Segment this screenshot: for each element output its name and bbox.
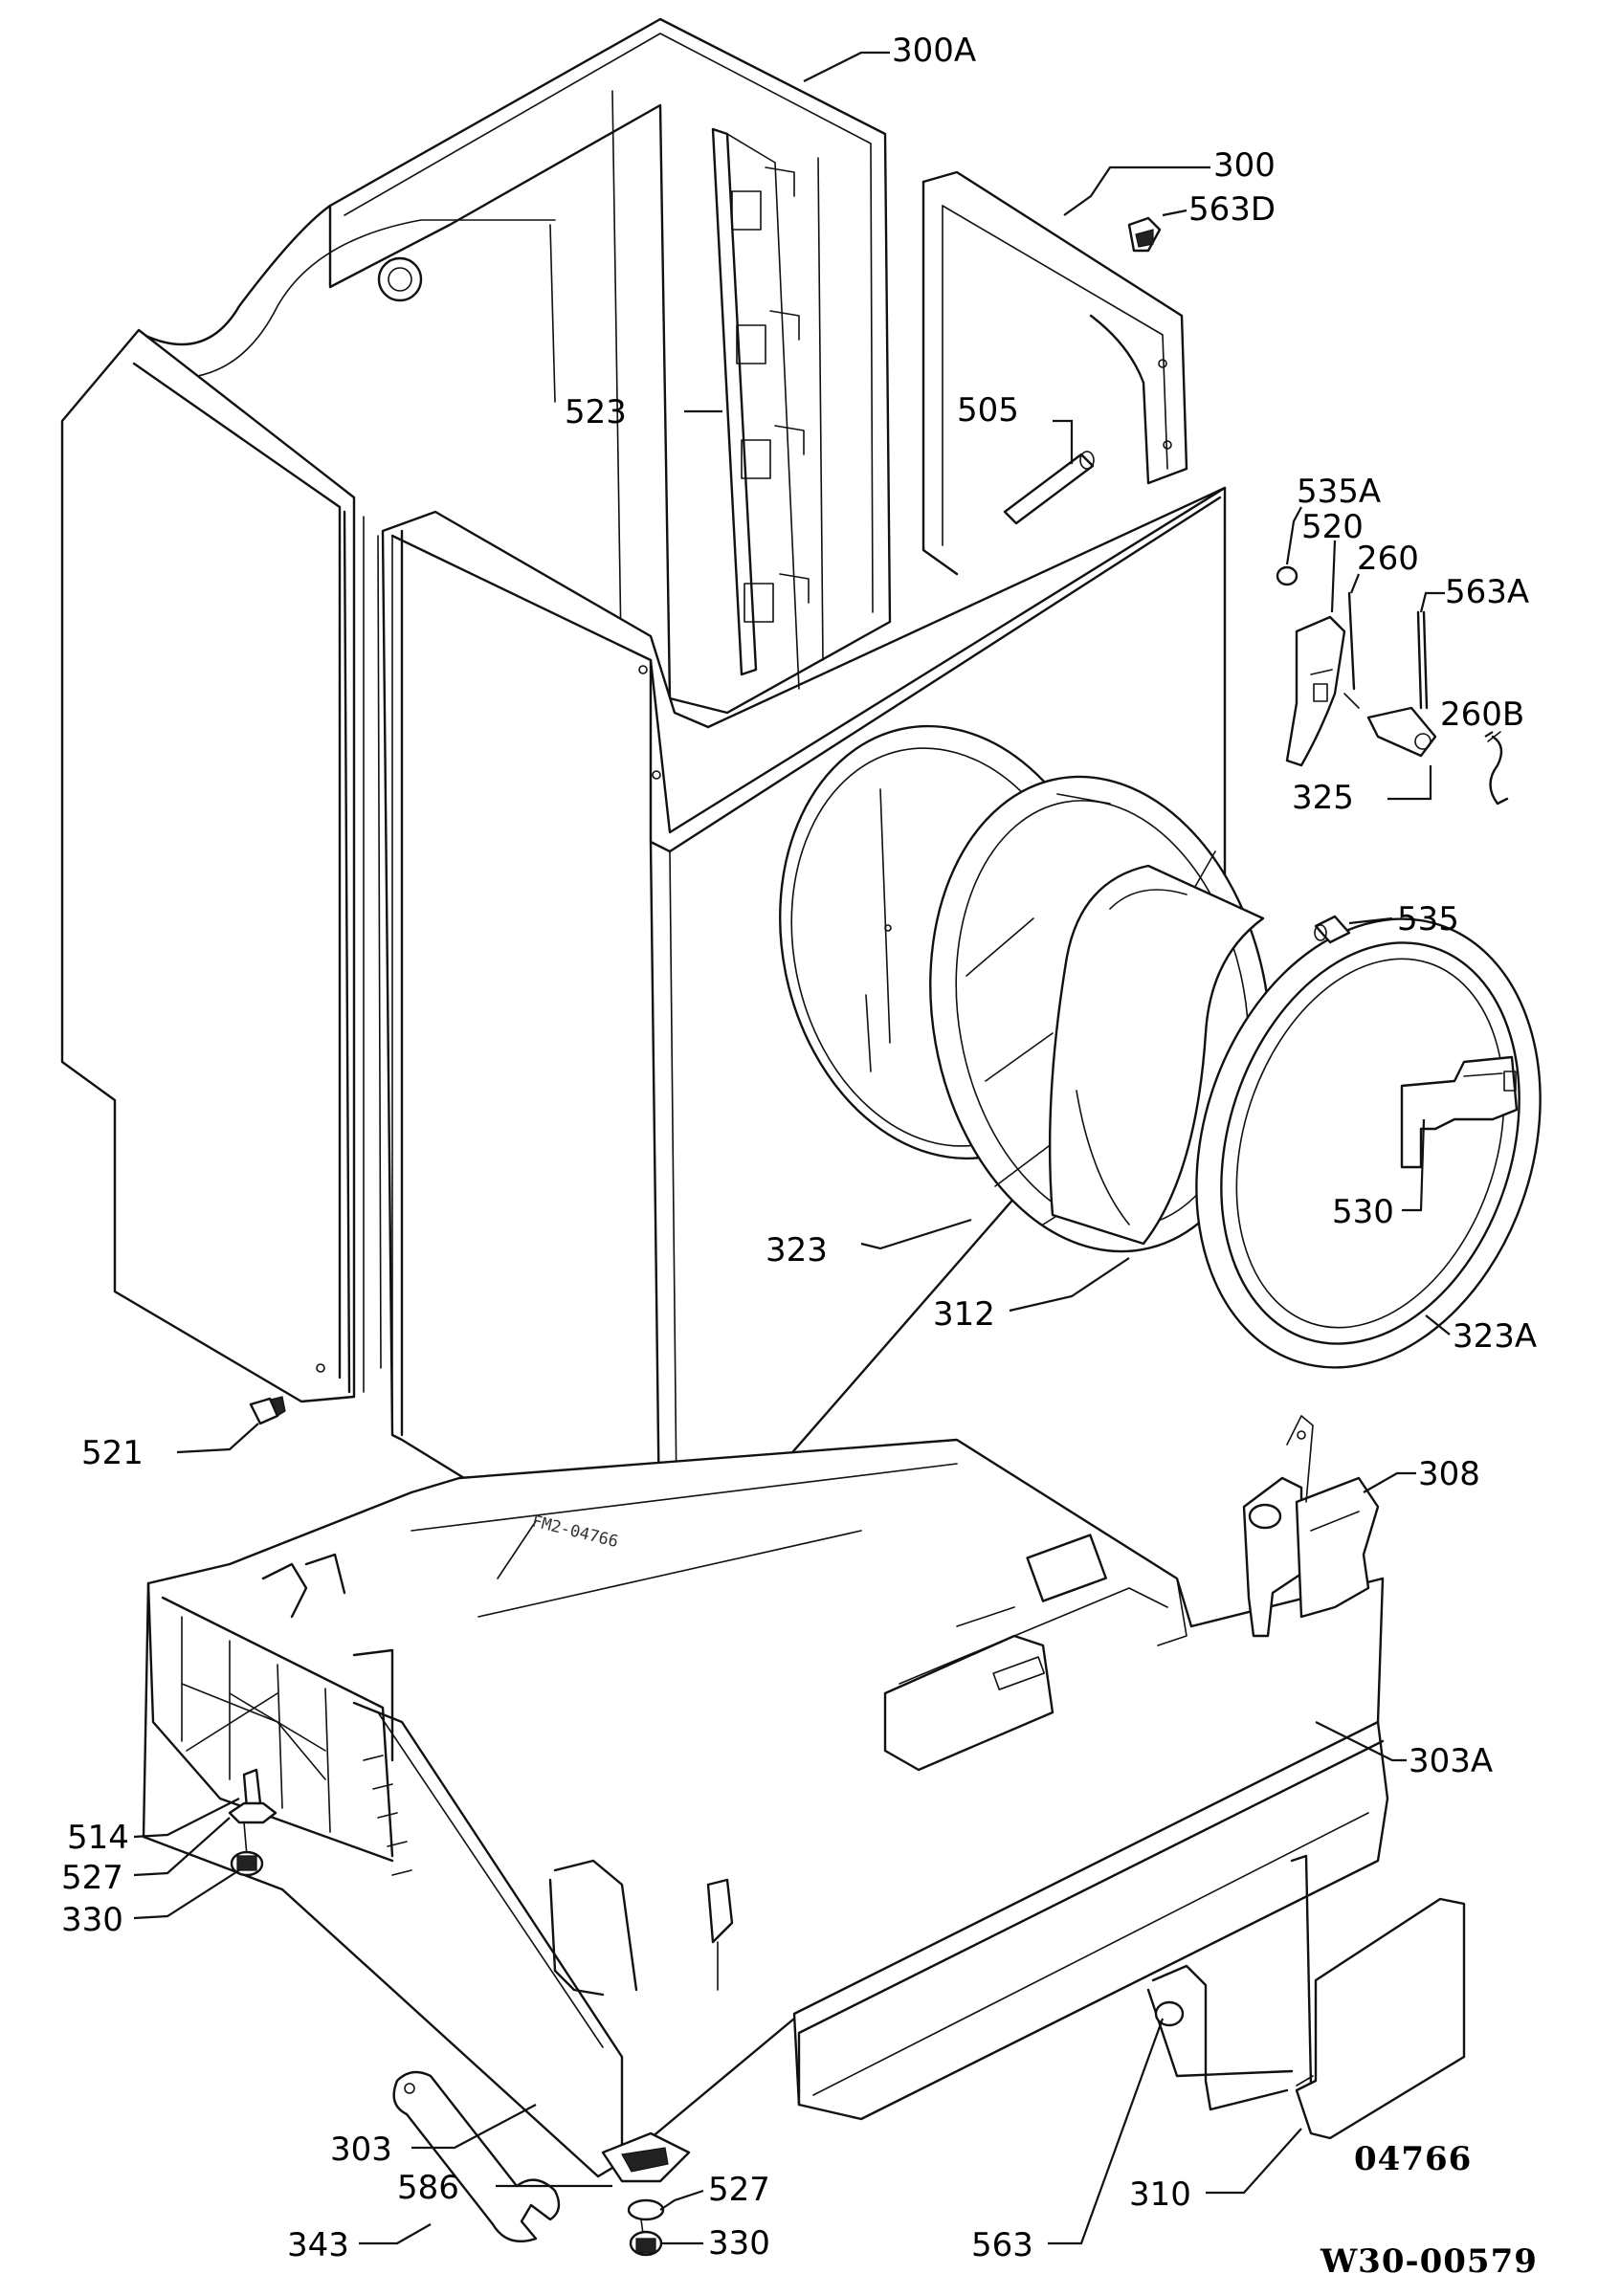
door-glass-312 — [1048, 864, 1265, 1246]
document-code: W30-00579 — [1320, 2242, 1538, 2281]
cabinet-left-side-panel — [60, 328, 382, 1403]
door-outer-ring-323A — [1195, 917, 1542, 1369]
clip-563D — [1127, 216, 1162, 253]
callout-300A: 300A — [892, 32, 976, 70]
service-cover-310 — [1295, 1897, 1466, 2140]
door-handle-530 — [1400, 1055, 1519, 1169]
callout-330-bottom: 330 — [708, 2224, 770, 2263]
base-frame-303 — [142, 1438, 1385, 2178]
callout-260B: 260B — [1440, 695, 1524, 734]
callout-527-left: 527 — [61, 1859, 123, 1897]
callout-310: 310 — [1129, 2175, 1191, 2214]
foot-assembly-bottom — [601, 2131, 691, 2257]
callout-563: 563 — [971, 2226, 1033, 2264]
screw-521 — [249, 1396, 286, 1425]
callout-labels: 300A 300 563D 523 505 535A 520 260 563A … — [61, 32, 1537, 2264]
callout-514: 514 — [67, 1819, 129, 1857]
callout-563A: 563A — [1445, 573, 1529, 611]
callout-520: 520 — [1301, 508, 1364, 546]
leader-lines — [133, 51, 1494, 2245]
callout-300: 300 — [1213, 146, 1276, 185]
rear-rail-523 — [711, 127, 810, 690]
base-plinth-303A — [792, 1720, 1389, 2121]
figure-number: 04766 — [1354, 2140, 1472, 2178]
hinge-pin-535 — [1314, 915, 1351, 944]
door-lock-parts — [1276, 565, 1509, 806]
cabinet-right-rear-panel — [921, 170, 1188, 576]
callout-312: 312 — [933, 1295, 995, 1334]
callout-563D: 563D — [1188, 190, 1276, 229]
callout-505: 505 — [957, 391, 1019, 430]
callout-323: 323 — [766, 1231, 828, 1269]
callout-530: 530 — [1332, 1193, 1394, 1231]
callout-343: 343 — [287, 2226, 349, 2264]
cabinet-rear-frame — [142, 17, 892, 715]
callout-260: 260 — [1357, 540, 1419, 578]
callout-586: 586 — [397, 2169, 459, 2207]
spanner-343 — [392, 2070, 561, 2243]
callout-303A: 303A — [1409, 1742, 1493, 1780]
foot-assembly-left — [228, 1768, 277, 1877]
rod-505 — [1003, 451, 1095, 525]
callout-527-bottom: 527 — [708, 2171, 770, 2209]
hinge-bracket-308 — [1242, 1415, 1380, 1638]
callout-521: 521 — [81, 1434, 144, 1472]
callout-330-left: 330 — [61, 1901, 123, 1939]
callout-303: 303 — [330, 2130, 392, 2169]
callout-535A: 535A — [1297, 473, 1381, 511]
callout-325: 325 — [1292, 779, 1354, 817]
callout-535: 535 — [1397, 900, 1459, 938]
callout-323A: 323A — [1453, 1317, 1537, 1356]
callout-308: 308 — [1418, 1455, 1480, 1493]
callout-523: 523 — [565, 393, 627, 431]
